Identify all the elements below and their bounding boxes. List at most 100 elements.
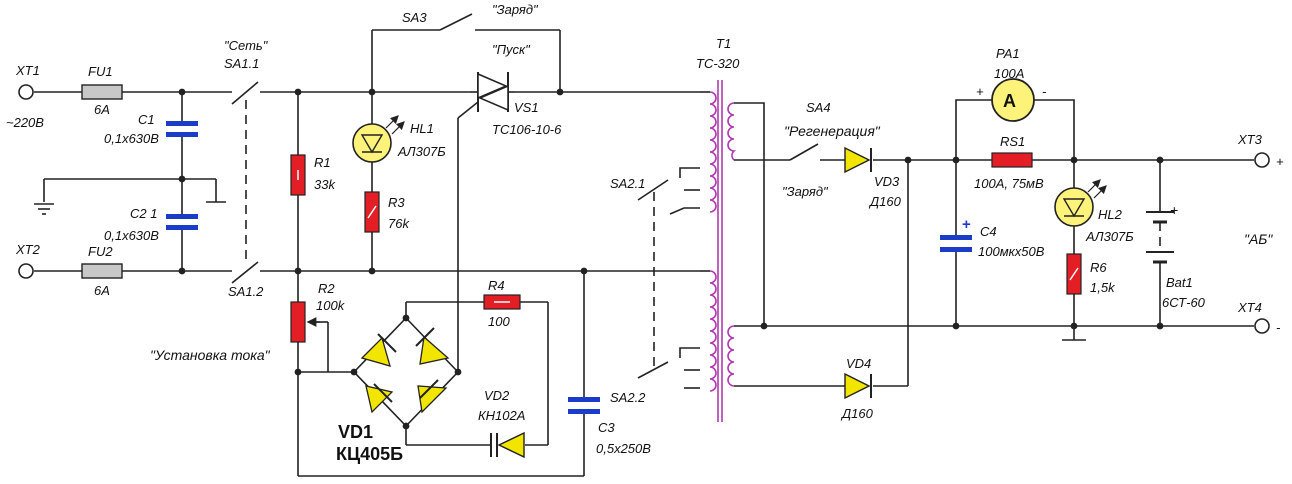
label-zaryad-top: "Заряд" [492, 2, 539, 17]
label-r3: R3 [388, 195, 405, 210]
resistor-r4 [483, 294, 521, 310]
label-r4-value: 100 [488, 314, 510, 329]
label-ammeter-plus: + [976, 84, 984, 99]
label-sa1-2: SA1.2 [228, 284, 264, 299]
label-bat1-plus: + [1170, 202, 1178, 218]
label-sa3: SA3 [402, 10, 427, 25]
label-hl1: HL1 [410, 121, 434, 136]
label-r3-value: 76k [388, 216, 410, 231]
label-fu2-value: 6A [94, 283, 110, 298]
label-c3-value: 0,5x250В [596, 441, 651, 456]
label-ammeter-minus: - [1042, 84, 1047, 99]
label-c4-value: 100мкх50В [978, 244, 1045, 259]
label-zaryad-mid: "Заряд" [782, 184, 829, 199]
label-r6: R6 [1090, 260, 1107, 275]
label-c2-value: 0,1x630В [104, 228, 159, 243]
fuse-fu1 [81, 84, 123, 100]
svg-text:+: + [962, 216, 971, 233]
label-xt2: XT2 [15, 242, 41, 257]
label-pa1-value: 100A [994, 66, 1024, 81]
terminal-xt2 [18, 263, 34, 279]
label-sa1-1: SA1.1 [224, 56, 259, 71]
labels: XT1 ~220В XT2 FU1 6A FU2 6A C1 0,1x630В … [6, 2, 1284, 464]
diode-vd2 [490, 431, 525, 459]
label-vd2: VD2 [484, 388, 510, 403]
resistor-r1 [290, 154, 306, 196]
wires [34, 29, 1254, 477]
label-xt4: XT4 [1237, 300, 1262, 315]
switch-sa3 [439, 13, 473, 31]
label-ammeter-letter: A [1003, 91, 1016, 111]
label-ab: "АБ" [1244, 231, 1273, 247]
label-c4: C4 [980, 224, 997, 239]
capacitor-c1 [166, 121, 198, 137]
fuse-fu2 [81, 263, 123, 279]
diode-bridge-vd1 [353, 317, 459, 427]
label-r6-value: 1,5k [1090, 280, 1116, 295]
terminal-xt3 [1254, 152, 1270, 168]
terminal-xt1 [18, 84, 34, 100]
resistor-r6 [1066, 253, 1082, 295]
label-xt1: XT1 [15, 63, 40, 78]
label-r4: R4 [488, 278, 505, 293]
label-vd1: VD1 [338, 422, 373, 442]
label-rs1: RS1 [1000, 134, 1025, 149]
label-fu1-value: 6A [94, 102, 110, 117]
ammeter-pa1 [991, 78, 1035, 122]
label-vd4: VD4 [846, 356, 871, 371]
label-c3: C3 [598, 420, 615, 435]
potentiometer-r2 [290, 301, 320, 343]
capacitor-c4: + [940, 216, 972, 252]
resistor-r3 [364, 191, 380, 233]
triac-vs1 [470, 72, 515, 112]
label-bat1-value: 6СТ-60 [1162, 295, 1206, 310]
label-pusk: "Пуск" [492, 42, 531, 57]
label-c1: C1 [138, 112, 155, 127]
label-vd2-value: КН102А [478, 408, 525, 423]
label-vs1: VS1 [514, 100, 539, 115]
label-xt1-voltage: ~220В [6, 115, 44, 130]
led-hl2 [1054, 179, 1107, 227]
label-pa1: PA1 [996, 46, 1020, 61]
label-fu2: FU2 [88, 244, 113, 259]
capacitor-c3 [568, 397, 600, 414]
battery-bat1 [1146, 211, 1174, 264]
label-set: "Сеть" [224, 38, 269, 53]
switch-sa4 [789, 143, 819, 161]
label-vs1-value: ТС106-10-6 [492, 122, 562, 137]
label-c1-value: 0,1x630В [104, 131, 159, 146]
capacitor-c2 [166, 214, 198, 230]
label-ustanovka-toka: "Установка тока" [150, 347, 271, 363]
label-regeneratsiya: "Регенерация" [784, 123, 881, 139]
diode-vd3 [844, 146, 872, 174]
label-sa2-1: SA2.1 [610, 176, 645, 191]
label-hl2: HL2 [1098, 207, 1123, 222]
switch-sa1-2 [231, 261, 259, 284]
label-r1-value: 33k [314, 177, 336, 192]
label-rs1-value: 100A, 75мВ [974, 176, 1044, 191]
diode-vd4 [844, 372, 872, 400]
label-fu1: FU1 [88, 64, 113, 79]
label-vd1-value: КЦ405Б [336, 444, 403, 464]
label-hl1-value: АЛ307Б [397, 144, 446, 159]
label-xt4-sign: - [1276, 320, 1281, 335]
label-vd3-value: Д160 [868, 194, 902, 209]
label-hl2-value: АЛ307Б [1085, 229, 1134, 244]
led-hl1 [352, 115, 405, 163]
label-vd4-value: Д160 [840, 406, 874, 421]
label-sa2-2: SA2.2 [610, 390, 646, 405]
transformer-t1 [709, 80, 737, 422]
label-sa4: SA4 [806, 100, 831, 115]
label-r2-value: 100k [316, 298, 346, 313]
label-r1: R1 [314, 155, 331, 170]
label-t1-value: ТС-320 [696, 56, 740, 71]
label-xt3-sign: + [1276, 154, 1284, 169]
label-r2: R2 [318, 281, 335, 296]
label-c2: C2 1 [130, 206, 157, 221]
label-vd3: VD3 [874, 174, 900, 189]
terminal-xt4 [1254, 318, 1270, 334]
shunt-rs1 [991, 152, 1033, 168]
label-xt3: XT3 [1237, 132, 1263, 147]
label-t1: T1 [716, 36, 731, 51]
